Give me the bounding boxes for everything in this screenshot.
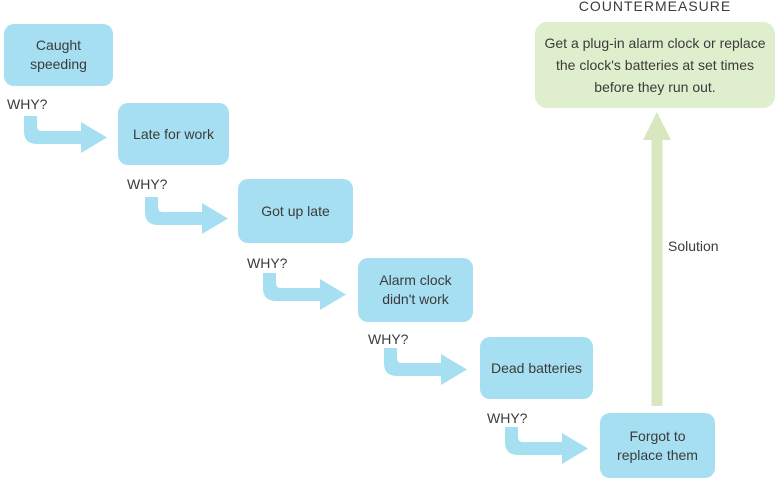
node-label-line: speeding <box>30 56 87 72</box>
node-label-line: Caught <box>35 37 82 53</box>
cause-node-got-up-late: Got up late <box>238 179 353 243</box>
cause-node-dead-batteries: Dead batteries <box>480 337 593 399</box>
solution-arrow-icon <box>643 112 671 406</box>
cause-node-caught-speeding: Caught speeding <box>4 24 113 86</box>
node-label-line: Alarm clock <box>379 272 452 288</box>
why-label-2: WHY? <box>127 176 168 192</box>
why-label-5: WHY? <box>487 410 528 426</box>
cause-node-alarm-clock: Alarm clock didn't work <box>358 258 473 322</box>
countermeasure-line: Get a plug-in alarm clock or replace <box>544 35 766 51</box>
why-arrow-icon-1 <box>24 116 107 153</box>
cause-node-late-for-work: Late for work <box>118 103 229 165</box>
node-label-line: didn't work <box>382 291 449 307</box>
countermeasure-line: before they run out. <box>594 79 716 95</box>
node-label-line: replace them <box>617 446 698 463</box>
why-label-4: WHY? <box>368 331 409 347</box>
why-label-3: WHY? <box>247 255 288 271</box>
cause-node-forgot-to-replace: Forgot to replace them <box>600 413 715 478</box>
why-label-1: WHY? <box>7 96 48 112</box>
why-arrow-icon-5 <box>505 427 588 464</box>
solution-label: Solution <box>668 238 719 254</box>
countermeasure-box: Get a plug-in alarm clock or replace the… <box>535 22 775 108</box>
node-label-line: Got up late <box>261 202 330 219</box>
node-label-line: Forgot to <box>629 427 686 444</box>
countermeasure-title: COUNTERMEASURE <box>578 0 732 14</box>
node-label-line: Dead batteries <box>490 359 583 376</box>
why-arrow-icon-2 <box>145 197 228 234</box>
why-arrow-icon-4 <box>384 348 467 385</box>
countermeasure-line: the clock's batteries at set times <box>556 57 754 73</box>
why-arrow-icon-3 <box>263 273 346 310</box>
node-label-line: Late for work <box>133 125 214 142</box>
